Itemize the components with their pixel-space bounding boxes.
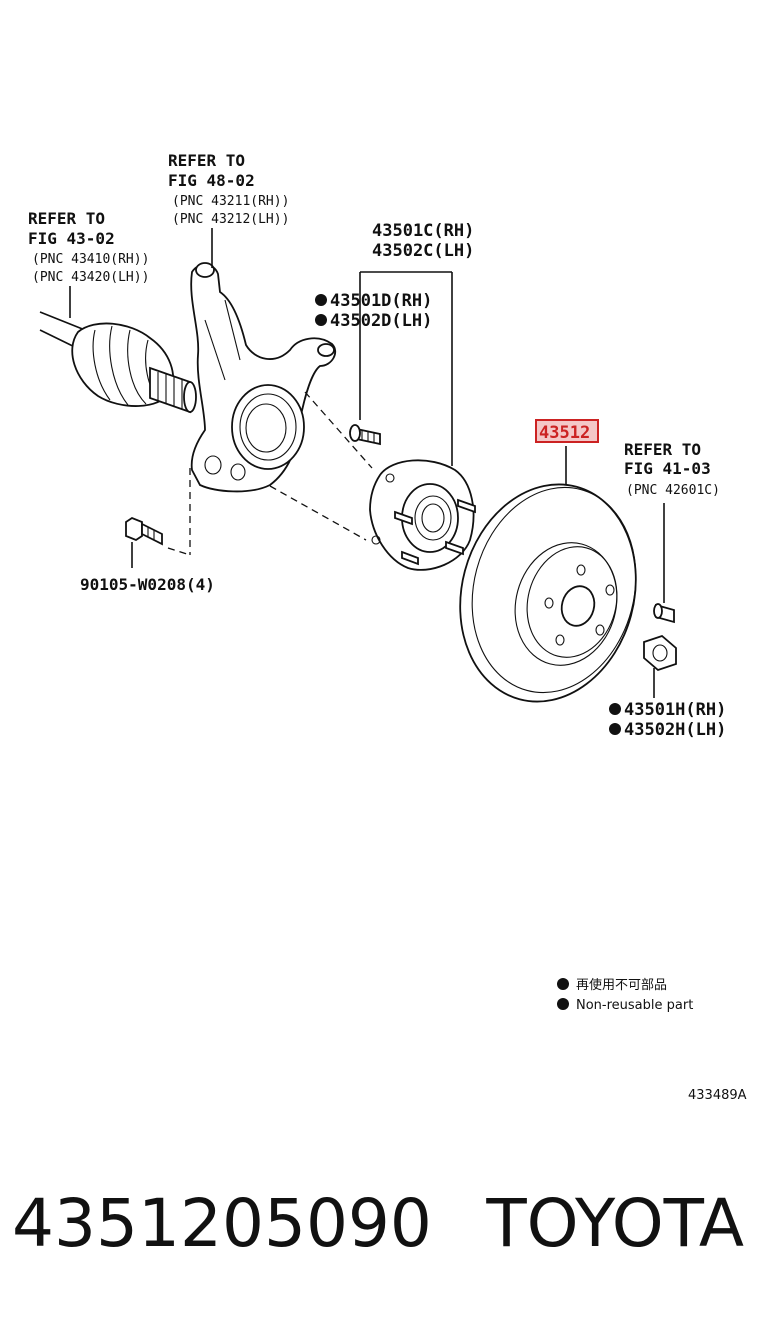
brand-name: TOYOTA (486, 1185, 744, 1262)
hub-bolt-illustration (349, 424, 381, 446)
illustration-code: 433489A (688, 1088, 747, 1103)
rotor-highlight-box (535, 419, 599, 443)
svg-text:43502H(LH): 43502H(LH) (624, 720, 726, 740)
svg-text:FIG 43-02: FIG 43-02 (28, 229, 115, 248)
label-shaft-reference: REFER TO FIG 43-02 (PNC 43410(RH)) (PNC … (28, 209, 149, 285)
legend: 再使用不可部品 Non-reusable part (557, 977, 693, 1013)
svg-text:REFER TO: REFER TO (624, 440, 701, 459)
svg-text:43501H(RH): 43501H(RH) (624, 700, 726, 720)
diagram-canvas: REFER TO FIG 48-02 (PNC 43211(RH)) (PNC … (28, 151, 747, 1103)
hub-bearing-illustration (369, 459, 476, 571)
label-stud-reference: REFER TO FIG 41-03 (PNC 42601C) (624, 440, 720, 498)
svg-text:43502C(LH): 43502C(LH) (372, 241, 474, 261)
svg-text:90105-W0208(4): 90105-W0208(4) (80, 575, 215, 594)
label-hub-assembly: 43501C(RH) 43502C(LH) (372, 221, 474, 261)
svg-text:(PNC 43420(LH)): (PNC 43420(LH)) (32, 270, 149, 285)
lock-nut-illustration (643, 634, 677, 672)
label-bolt: 90105-W0208(4) (80, 575, 215, 594)
non-reusable-marker-icon (609, 723, 621, 735)
legend-bullet-icon (557, 978, 569, 990)
svg-text:43501D(RH): 43501D(RH) (330, 291, 432, 311)
non-reusable-marker-icon (315, 314, 327, 326)
svg-text:Non-reusable part: Non-reusable part (576, 998, 693, 1013)
svg-text:(PNC 43410(RH)): (PNC 43410(RH)) (32, 252, 149, 267)
knuckle-bolt-illustration (125, 516, 163, 546)
svg-text:(PNC 43211(RH)): (PNC 43211(RH)) (172, 194, 289, 209)
svg-text:FIG 48-02: FIG 48-02 (168, 171, 255, 190)
svg-text:REFER TO: REFER TO (28, 209, 105, 228)
steering-knuckle-illustration (190, 262, 337, 493)
disc-rotor-illustration (459, 483, 637, 703)
label-nut: 43501H(RH) 43502H(LH) (609, 700, 726, 740)
non-reusable-marker-icon (315, 294, 327, 306)
svg-text:(PNC 43212(LH)): (PNC 43212(LH)) (172, 212, 289, 227)
footer: 4351205090 TOYOTA (0, 1185, 760, 1285)
label-knuckle-reference: REFER TO FIG 48-02 (PNC 43211(RH)) (PNC … (168, 151, 289, 227)
label-rotor-part-number[interactable]: 43512 (535, 419, 599, 443)
svg-text:FIG 41-03: FIG 41-03 (624, 459, 711, 478)
svg-text:(PNC 42601C): (PNC 42601C) (626, 483, 720, 498)
svg-text:再使用不可部品: 再使用不可部品 (576, 977, 667, 993)
svg-text:43512: 43512 (539, 423, 590, 443)
svg-text:REFER TO: REFER TO (168, 151, 245, 170)
label-hub-bolt: 43501D(RH) 43502D(LH) (315, 291, 432, 331)
svg-text:43501C(RH): 43501C(RH) (372, 221, 474, 241)
part-number: 4351205090 (12, 1185, 432, 1262)
non-reusable-marker-icon (609, 703, 621, 715)
drive-shaft-illustration (39, 311, 197, 414)
stud-illustration (653, 603, 675, 624)
leader-lines (69, 228, 665, 698)
svg-text:43502D(LH): 43502D(LH) (330, 311, 432, 331)
legend-bullet-icon (557, 998, 569, 1010)
